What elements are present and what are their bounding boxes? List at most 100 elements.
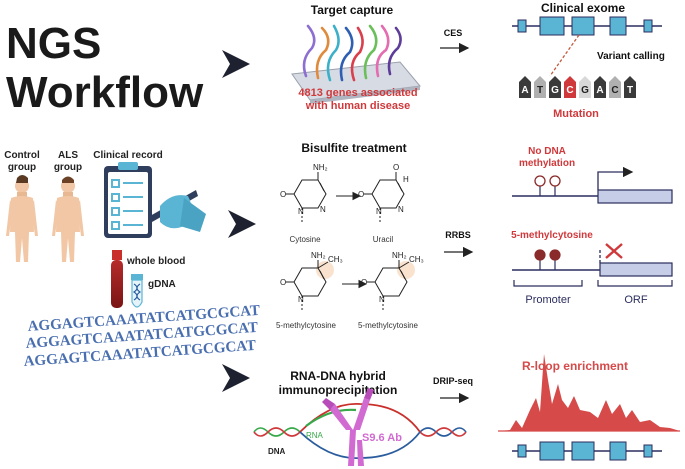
- base-tile-c-mutation: C: [564, 76, 576, 98]
- svg-text:N: N: [376, 207, 382, 216]
- promoter-bracket: [513, 280, 583, 287]
- title-line-1: NGS: [6, 19, 101, 68]
- variant-calling-label: Variant calling: [597, 51, 665, 62]
- svg-text:NH₂: NH₂: [392, 251, 407, 260]
- clinical-record-label: Clinical record: [93, 150, 162, 161]
- control-group-label-2: group: [8, 162, 36, 173]
- unmethylated-cpg-icon-2: [549, 175, 561, 187]
- unmethylated-gene: [512, 166, 673, 204]
- gdna-tube-icon: [131, 274, 143, 308]
- svg-text:O: O: [361, 278, 367, 287]
- base-tile-g-2: G: [579, 76, 591, 98]
- rrbs-method-label: RRBS: [445, 230, 471, 240]
- methylated-cpg-icon: [534, 249, 546, 261]
- rna-label: RNA: [306, 431, 324, 440]
- drip-method-label: DRIP-seq: [433, 376, 473, 386]
- methylcytosine-structure-2: NH₂ CH₃ O N: [361, 251, 424, 312]
- blood-tube-icon: [111, 250, 123, 308]
- methylcytosine-label-2: 5-methylcytosine: [358, 321, 419, 330]
- cytosine-label: Cytosine: [289, 235, 321, 244]
- methylcytosine-structure: NH₂ CH₃ O N: [280, 251, 343, 312]
- svg-text:O: O: [280, 190, 286, 199]
- variant-dashed-line: [549, 34, 580, 77]
- methylated-gene: [512, 243, 673, 277]
- five-mc-label: 5-methylcytosine: [511, 230, 593, 241]
- base-tile-g: G: [549, 76, 561, 98]
- ces-method-label: CES: [444, 28, 463, 38]
- svg-text:T: T: [537, 85, 543, 96]
- svg-text:CH₃: CH₃: [409, 255, 424, 264]
- antibody-icon: [322, 388, 374, 466]
- clinical-exome-title: Clinical exome: [541, 1, 625, 15]
- svg-text:T: T: [627, 85, 633, 96]
- svg-text:H: H: [403, 175, 409, 184]
- r-loop-enrichment-title: R-loop enrichment: [522, 359, 628, 373]
- chevron-arrow-icon-3: [222, 364, 250, 392]
- methylated-cpg-icon-2: [549, 249, 561, 261]
- target-capture-caption-2: with human disease: [305, 100, 411, 112]
- svg-text:N: N: [379, 295, 385, 304]
- bisulfite-panel: Bisulfite treatment NH₂ O N N Cytosine O…: [276, 141, 673, 330]
- no-dna-label-1: No DNA: [528, 146, 566, 157]
- svg-text:O: O: [280, 278, 286, 287]
- target-capture-title: Target capture: [311, 3, 394, 17]
- title-line-2: Workflow: [6, 68, 204, 117]
- base-sequence: A T G C G A C: [519, 76, 636, 98]
- drip-title-2: immunoprecipitation: [279, 383, 398, 397]
- control-person-icon: [6, 175, 38, 262]
- svg-text:N: N: [320, 205, 326, 214]
- svg-text:N: N: [298, 295, 304, 304]
- gene-model-exome: [512, 16, 662, 36]
- orf-label: ORF: [624, 294, 648, 306]
- hand-pen-icon: [150, 190, 206, 232]
- target-capture-panel: Target capture 4813 genes associated wit…: [291, 1, 665, 120]
- svg-text:O: O: [358, 190, 364, 199]
- bisulfite-title: Bisulfite treatment: [301, 141, 406, 155]
- uracil-label: Uracil: [373, 235, 394, 244]
- als-person-icon: [52, 176, 84, 262]
- r-loop-peak-track: [498, 354, 680, 431]
- promoter-label: Promoter: [525, 294, 571, 306]
- blocked-x-icon: [605, 243, 623, 259]
- svg-text:G: G: [581, 85, 589, 96]
- uracil-structure: O O N N H: [358, 163, 409, 222]
- svg-text:A: A: [596, 85, 603, 96]
- clipboard-icon: [104, 162, 152, 238]
- target-capture-caption-1: 4813 genes associated: [298, 87, 417, 99]
- base-tile-a-2: A: [594, 76, 606, 98]
- svg-text:NH₂: NH₂: [313, 163, 328, 172]
- svg-text:N: N: [298, 207, 304, 216]
- gdna-label: gDNA: [148, 279, 176, 290]
- antibody-label: S9.6 Ab: [362, 432, 402, 444]
- base-tile-c: C: [609, 76, 621, 98]
- gene-model-drip: [512, 441, 662, 461]
- als-group-label: ALS: [58, 150, 78, 161]
- svg-text:C: C: [566, 85, 573, 96]
- sample-collection: Control group ALS group Clinical record: [4, 150, 260, 370]
- unmethylated-cpg-icon: [534, 175, 546, 187]
- svg-text:O: O: [393, 163, 399, 172]
- svg-text:CH₃: CH₃: [328, 255, 343, 264]
- svg-text:A: A: [521, 85, 528, 96]
- chevron-arrow-icon: [222, 50, 250, 78]
- cytosine-structure: NH₂ O N N: [280, 163, 328, 222]
- dna-label: DNA: [268, 447, 286, 456]
- whole-blood-label: whole blood: [126, 256, 185, 267]
- base-tile-t: T: [534, 76, 546, 98]
- drip-panel: RNA-DNA hybrid immunoprecipitation RNA D…: [253, 354, 680, 466]
- svg-text:C: C: [611, 85, 618, 96]
- drip-title-1: RNA-DNA hybrid: [290, 369, 386, 383]
- svg-text:N: N: [398, 205, 404, 214]
- base-tile-t-2: T: [624, 76, 636, 98]
- mutation-label: Mutation: [553, 108, 599, 120]
- control-group-label: Control: [4, 150, 40, 161]
- base-tile-a: A: [519, 76, 531, 98]
- no-dna-label-2: methylation: [519, 158, 575, 169]
- svg-text:NH₂: NH₂: [311, 251, 326, 260]
- chevron-arrow-icon-2: [228, 210, 256, 238]
- svg-text:G: G: [551, 85, 559, 96]
- als-group-label-2: group: [54, 162, 82, 173]
- orf-bracket: [597, 280, 673, 287]
- methylcytosine-label-1: 5-methylcytosine: [276, 321, 337, 330]
